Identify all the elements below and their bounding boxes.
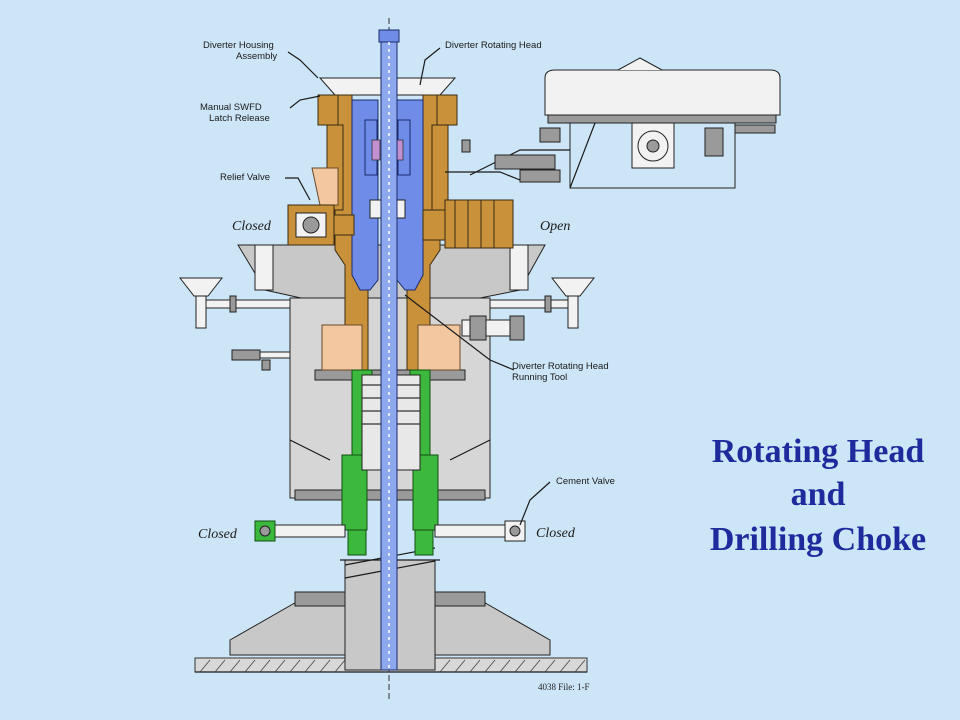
- leader-lines: [285, 47, 551, 526]
- label-manual-latch-1: Manual SWFD: [200, 102, 262, 113]
- left-funnel: [178, 277, 291, 329]
- packing-elements: [311, 167, 461, 371]
- state-upper-right: Open: [540, 219, 570, 234]
- title-line-3: Drilling Choke: [710, 521, 926, 558]
- choke-control-unit: [445, 57, 781, 189]
- label-relief-valve: Relief Valve: [220, 172, 270, 183]
- label-diverter-rotating-head: Diverter Rotating Head: [445, 40, 542, 51]
- cement-valve-lines: [254, 520, 526, 542]
- right-valve-actuator: [461, 315, 525, 341]
- relief-valve-line: [287, 199, 514, 249]
- state-upper-left: Closed: [232, 219, 272, 234]
- label-cement-valve: Cement Valve: [556, 476, 615, 487]
- label-diverter-housing-2: Assembly: [236, 51, 277, 62]
- label-running-tool-2: Running Tool: [512, 372, 567, 383]
- left-actuator: [231, 349, 291, 371]
- drill-pipe: [378, 18, 400, 700]
- state-lower-left: Closed: [198, 527, 238, 542]
- label-running-tool-1: Diverter Rotating Head: [512, 361, 609, 372]
- state-lower-right: Closed: [536, 526, 576, 541]
- label-diverter-housing-1: Diverter Housing: [203, 40, 274, 51]
- right-funnel: [489, 277, 596, 329]
- title-line-2: and: [791, 476, 846, 513]
- file-note: 4038 File: 1-F: [538, 682, 590, 692]
- title-line-1: Rotating Head: [712, 433, 925, 470]
- label-manual-latch-2: Latch Release: [209, 113, 270, 124]
